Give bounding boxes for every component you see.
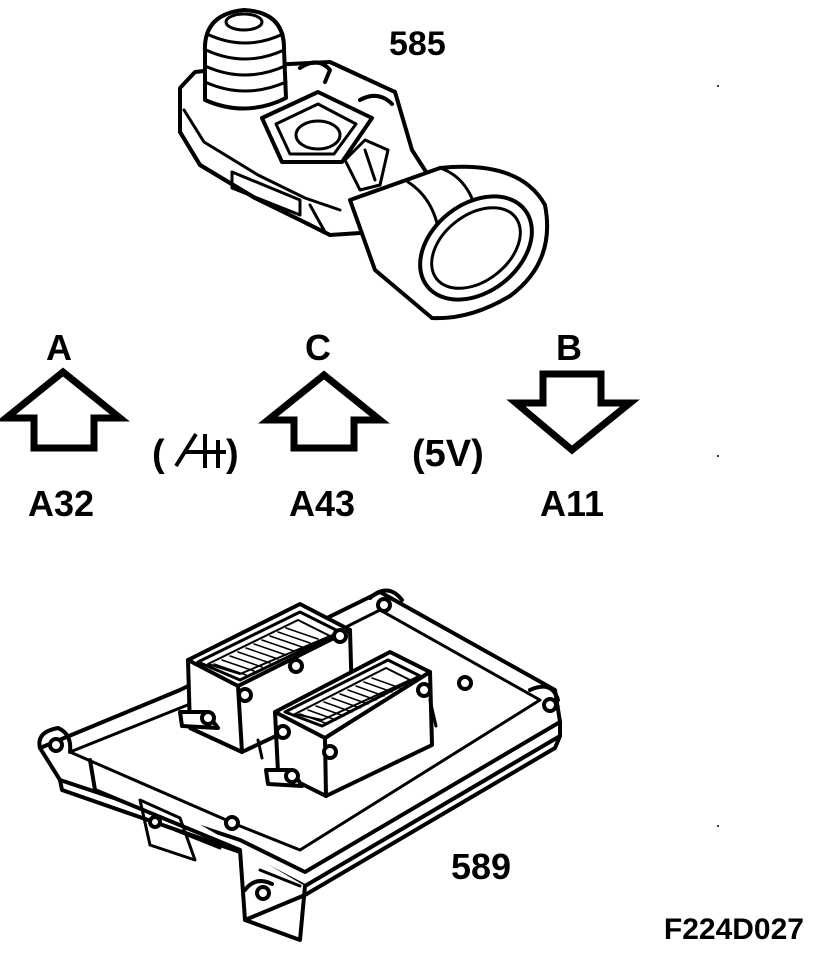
pin-b-terminal: A11 <box>540 483 604 524</box>
ground-open-paren: ( <box>152 433 165 475</box>
pin-c-terminal: A43 <box>289 483 355 524</box>
pin-c-group: C A43 <box>258 327 390 524</box>
ground-signal: ( ) <box>152 432 239 475</box>
figure-code-label: F224D027 <box>664 913 804 946</box>
ground-icon <box>174 432 226 468</box>
supply-voltage-label: (5V) <box>412 433 484 475</box>
ecu-drawing <box>37 588 562 942</box>
pin-a-terminal: A32 <box>28 483 94 524</box>
arrow-up-icon <box>0 367 130 452</box>
ecu-number-label: 589 <box>451 846 511 887</box>
sensor-number-label: 585 <box>389 25 446 63</box>
pin-a-group: A A32 <box>0 327 130 524</box>
arrow-up-icon <box>258 370 390 452</box>
pin-b-group: B A11 <box>506 327 640 524</box>
scan-specks <box>717 85 719 827</box>
pin-b-letter: B <box>556 327 582 368</box>
pin-c-letter: C <box>305 327 331 368</box>
pin-a-letter: A <box>46 327 72 368</box>
pressure-sensor-drawing <box>178 8 550 321</box>
ground-close-paren: ) <box>226 433 239 475</box>
arrow-down-icon <box>506 370 640 455</box>
